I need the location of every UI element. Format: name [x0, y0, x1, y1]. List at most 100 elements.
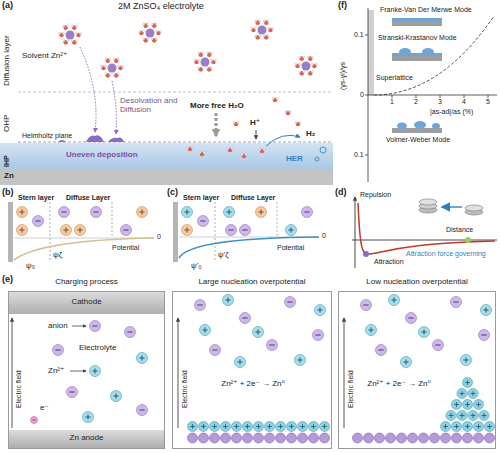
layer-label: Stern layer: [18, 194, 54, 202]
anion: [240, 225, 251, 236]
zinc-pyramid: [457, 388, 479, 399]
species-label: Solvent Zn²⁺: [22, 52, 67, 61]
stern-boundary: [50, 202, 51, 262]
axis-label: Potential: [112, 244, 139, 252]
panel-letter: (c): [167, 188, 178, 198]
cation: [137, 207, 148, 218]
tick-label: 1: [390, 98, 394, 106]
pointer-arrow: [72, 326, 86, 327]
water-molecule: [295, 121, 301, 126]
field-label: Electric field: [15, 370, 23, 408]
water-molecule: [233, 121, 239, 126]
anion: [33, 216, 44, 227]
panel-letter: (a): [2, 1, 13, 11]
anion: [91, 207, 102, 218]
zinc-ion: [401, 357, 412, 368]
axis-title: (γs-γi)/γs: [339, 62, 347, 90]
film-island: [399, 48, 411, 56]
zinc-ion: [90, 366, 101, 377]
tick-label: 0.1: [354, 151, 364, 159]
field-arrow: [178, 318, 179, 428]
zinc-ion: [235, 357, 246, 368]
zinc-ion: [366, 325, 377, 336]
layer-label: Zn: [4, 172, 14, 181]
tick-label: 4: [462, 98, 466, 106]
water-molecule: [187, 146, 193, 151]
mode-label: Franke-Van Der Merwe Mode: [380, 6, 472, 14]
zinc-ion: [286, 225, 297, 236]
nucleus-coin: [465, 205, 483, 211]
zinc-pyramid: [446, 410, 490, 421]
zinc-ion: [182, 207, 193, 218]
process-label: More free H₂O: [190, 102, 244, 111]
panel-letter: (b): [2, 188, 14, 198]
anion: [376, 345, 387, 356]
y-axis: [355, 197, 356, 268]
field-label: Electric field: [181, 370, 189, 408]
solvated-zinc: [59, 25, 82, 45]
mode-label: Stranski-Krastanov Mode: [378, 34, 457, 42]
distance-dot: [465, 237, 471, 243]
region-label: Superlattice: [376, 74, 413, 82]
layer-label: Diffusion layer: [3, 35, 12, 86]
anion: [267, 340, 278, 351]
reaction-equation: Zn²⁺ + 2e⁻ → Zn⁰: [203, 380, 303, 389]
cation: [75, 225, 86, 236]
zinc-ion: [83, 412, 94, 423]
species-label: H⁺: [250, 119, 260, 128]
potential-symbol: ψζ: [53, 251, 62, 260]
tick-label: 0.1: [354, 31, 364, 39]
cation: [17, 207, 28, 218]
zinc-ion: [461, 355, 472, 366]
proton-arrow: [256, 130, 257, 139]
layer-label: OHP: [3, 115, 12, 132]
process-label: Desolvation and Diffusion: [120, 97, 190, 115]
tick-label: 2: [414, 98, 418, 106]
zinc-ion: [295, 355, 306, 366]
potential-symbol: ψ'₀: [191, 262, 202, 271]
charging-panel: Charging processElectrolyteCathodeZn ano…: [8, 291, 165, 449]
solvated-zinc: [194, 52, 217, 72]
anode-plate: Zn anode: [9, 430, 164, 448]
water-arrow: [215, 113, 218, 136]
anion: [406, 313, 417, 324]
solvated-zinc: [101, 58, 124, 78]
tick-label: 5: [486, 98, 490, 106]
electrode-band: Zn: [0, 170, 333, 185]
species-label: anion: [48, 322, 68, 331]
zinc-ion: [200, 325, 211, 336]
panel-letter: (d): [335, 188, 347, 198]
film-island: [397, 123, 407, 130]
nucleus-coin: [419, 199, 437, 205]
her-arrow: [266, 135, 300, 146]
zinc-deposit: [108, 138, 124, 143]
force-label: Attraction force governing: [406, 250, 486, 258]
anion: [195, 300, 206, 311]
superlattice-band: [368, 10, 374, 95]
panel-heading: Low nucleation overpotential: [339, 278, 495, 287]
film-island: [432, 123, 440, 129]
mode-curve: [374, 16, 494, 95]
potential-symbol: ψ'ζ: [218, 251, 229, 260]
reaction-equation: Zn²⁺ + 2e⁻ → Zn⁰: [349, 380, 449, 389]
layer-boundary: [277, 202, 278, 236]
gas-bubble: [315, 157, 319, 161]
anion: [479, 330, 490, 341]
zinc-layer: [187, 421, 330, 432]
zinc-ion: [389, 295, 400, 306]
anion: [361, 300, 372, 311]
anion-layer: [352, 432, 495, 444]
anion: [125, 327, 136, 338]
anion: [90, 321, 101, 332]
cation: [256, 207, 267, 218]
anion: [240, 313, 251, 324]
anion: [226, 225, 237, 236]
zinc-ion: [419, 327, 430, 338]
anion: [302, 207, 313, 218]
diffusion-arrow: [80, 47, 96, 132]
electron: [31, 417, 38, 424]
process-label: HER: [286, 155, 303, 164]
film-island: [414, 121, 426, 129]
field-arrow: [12, 318, 13, 428]
